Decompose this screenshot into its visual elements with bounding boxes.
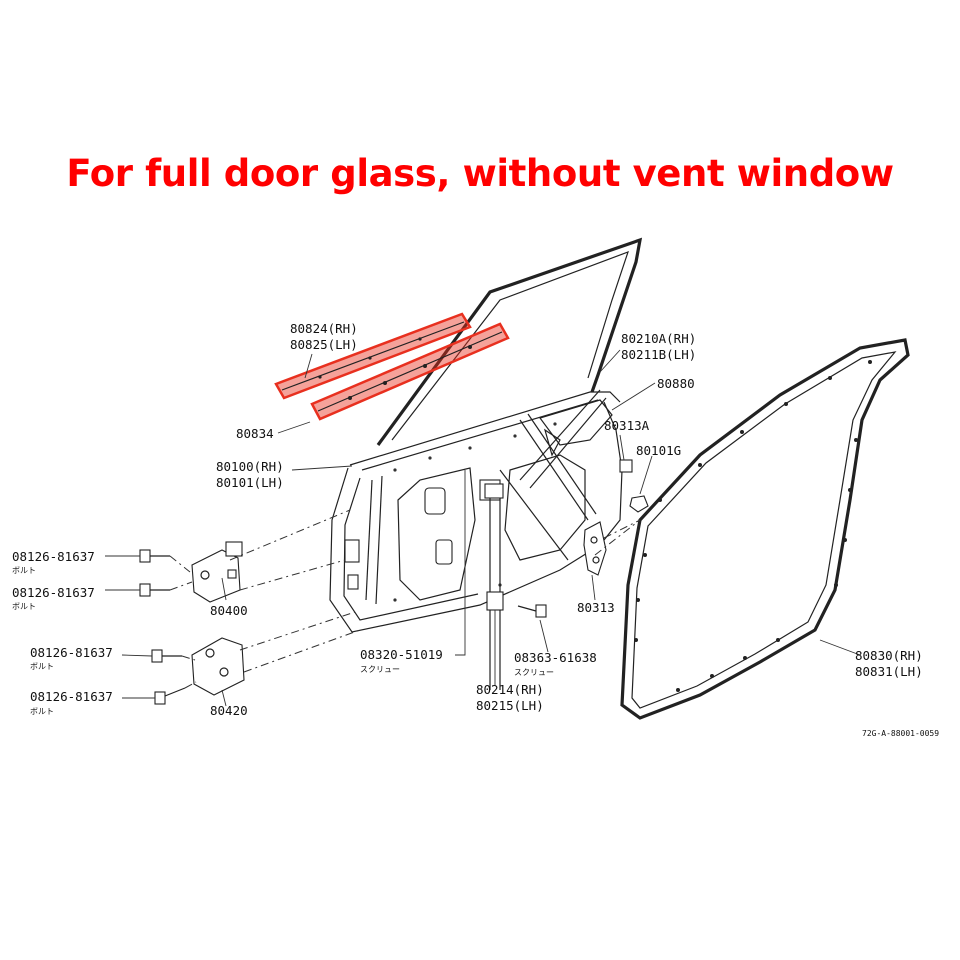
label-80210A: 80210A(RH) bbox=[621, 331, 696, 346]
weatherstrip-clips bbox=[634, 360, 872, 692]
door-weatherstrip bbox=[620, 338, 910, 720]
label-bolt-jp-2: ボルト bbox=[12, 602, 36, 611]
bolt-lower-2 bbox=[154, 687, 186, 705]
label-80101G: 80101G bbox=[636, 443, 681, 458]
label-ref-code: 72G-A-88001-0059 bbox=[862, 729, 939, 738]
label-80215: 80215(LH) bbox=[476, 698, 544, 713]
door-panel bbox=[329, 237, 643, 633]
lower-hinge bbox=[191, 637, 245, 696]
label-80400: 80400 bbox=[210, 603, 248, 618]
label-80214: 80214(RH) bbox=[476, 682, 544, 697]
label-80834: 80834 bbox=[236, 426, 274, 441]
label-bolt-2: 08126-81637 bbox=[12, 585, 95, 600]
bolt-upper-2 bbox=[139, 583, 170, 597]
door-check-80313 bbox=[583, 521, 607, 576]
label-screw-jp-1: スクリュー bbox=[360, 665, 400, 674]
label-bolt-jp-3: ボルト bbox=[30, 662, 54, 671]
rear-lower-sash-channel bbox=[484, 483, 504, 690]
belt-moulding-inner-highlighted bbox=[310, 322, 510, 421]
label-bolt-jp-4: ボルト bbox=[30, 707, 54, 716]
label-bolt-4: 08126-81637 bbox=[30, 689, 113, 704]
headline-title: For full door glass, without vent window bbox=[66, 152, 894, 195]
bolt-lower-1 bbox=[151, 649, 182, 663]
label-80880: 80880 bbox=[657, 376, 695, 391]
label-80824: 80824(RH) bbox=[290, 321, 358, 336]
label-80101: 80101(LH) bbox=[216, 475, 284, 490]
screw-08363 bbox=[517, 604, 547, 618]
label-bolt-1: 08126-81637 bbox=[12, 549, 95, 564]
belt-moulding-outer-highlighted bbox=[274, 312, 472, 400]
part-labels: 80824(RH) 80825(LH) 80834 80100(RH) 8010… bbox=[12, 321, 939, 738]
label-80211B: 80211B(LH) bbox=[621, 347, 696, 362]
label-80100: 80100(RH) bbox=[216, 459, 284, 474]
label-08320: 08320-51019 bbox=[360, 647, 443, 662]
label-80831: 80831(LH) bbox=[855, 664, 923, 679]
bolt-upper-1 bbox=[139, 549, 170, 563]
bolt-80101G bbox=[619, 459, 633, 473]
label-80830: 80830(RH) bbox=[855, 648, 923, 663]
label-bolt-3: 08126-81637 bbox=[30, 645, 113, 660]
leader-lines bbox=[105, 349, 861, 707]
label-screw-jp-2: スクリュー bbox=[514, 668, 554, 677]
label-80313: 80313 bbox=[577, 600, 615, 615]
upper-hinge bbox=[191, 541, 243, 603]
assembly-lines bbox=[169, 509, 641, 689]
label-bolt-jp-1: ボルト bbox=[12, 566, 36, 575]
label-08363: 08363-61638 bbox=[514, 650, 597, 665]
label-80313A: 80313A bbox=[604, 418, 650, 433]
label-80825: 80825(LH) bbox=[290, 337, 358, 352]
nut-80880 bbox=[629, 495, 649, 513]
label-80420: 80420 bbox=[210, 703, 248, 718]
